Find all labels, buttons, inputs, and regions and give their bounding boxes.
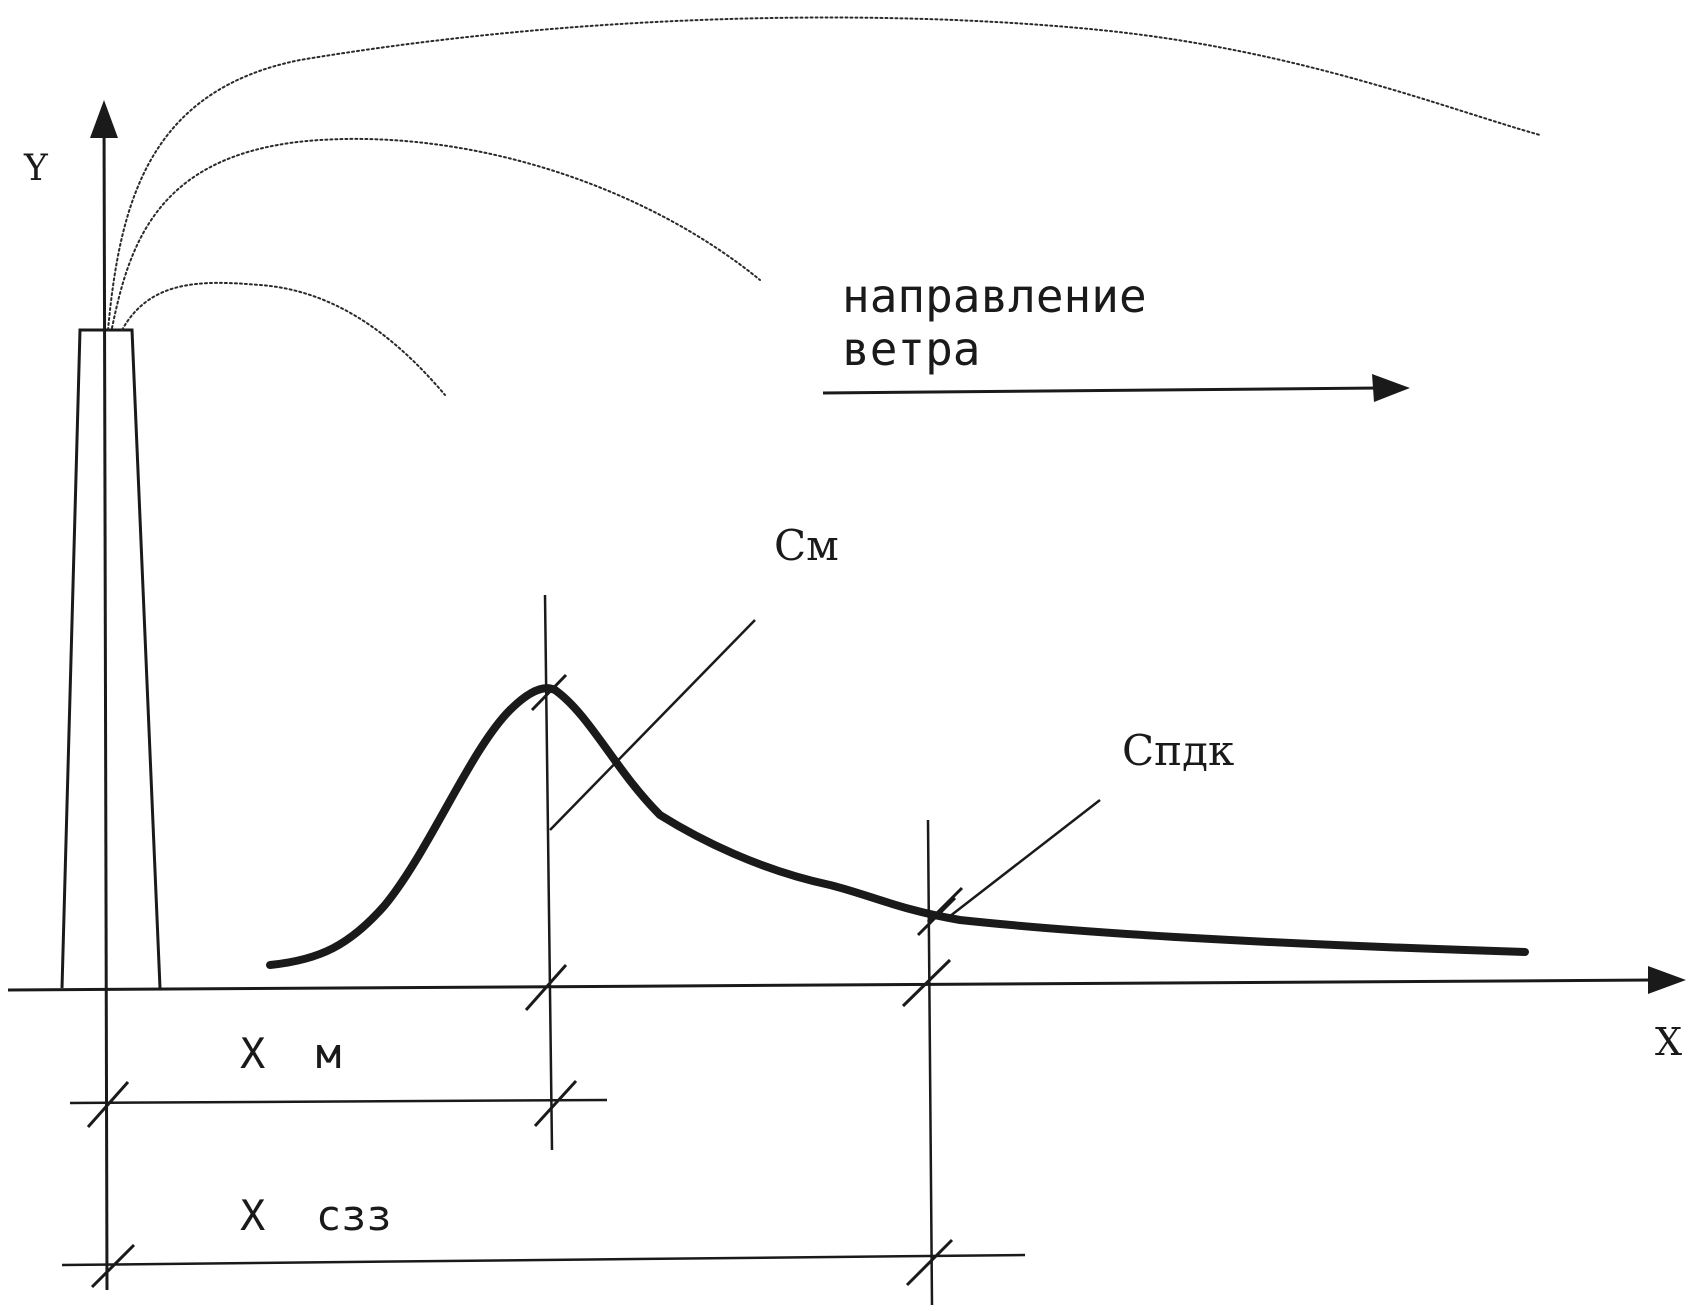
cpdk-label: Спдк [1122, 726, 1234, 775]
concentration-curve [266, 684, 1529, 969]
smokestack [60, 328, 162, 989]
xszz-label: Х сзз [240, 1191, 392, 1240]
xm-vertical-line [543, 594, 554, 1151]
xm-dimension-line [69, 1098, 608, 1105]
x-axis-label: X [1655, 1020, 1682, 1064]
wind-direction-arrow [822, 374, 1410, 402]
y-axis [90, 100, 118, 1291]
wind-direction-label-line2: ветра [842, 322, 980, 376]
cm-leader-line [549, 619, 756, 831]
wind-arrow-head-icon [1372, 374, 1410, 402]
smoke-plumes [107, 16, 1541, 396]
cpdk-leader-line [944, 799, 1101, 921]
xm-label: Х м [240, 1029, 341, 1078]
xszz-vertical-line [926, 819, 934, 1306]
cm-label: См [774, 521, 839, 570]
xszz-dimension-line [61, 1253, 1026, 1267]
x-axis-arrow-icon [1648, 966, 1686, 994]
y-axis-label: Y [23, 148, 49, 189]
tick-marks [86, 673, 964, 1289]
y-axis-arrow-icon [90, 100, 118, 138]
x-axis [7, 966, 1686, 994]
wind-direction-label-line1: направление [842, 269, 1147, 323]
